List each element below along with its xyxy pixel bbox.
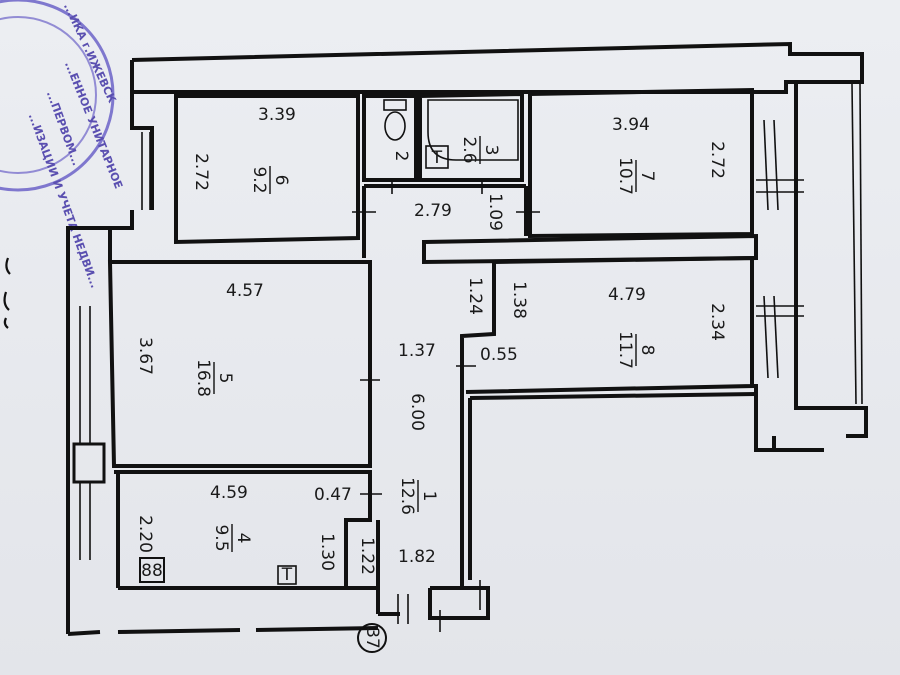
room-2-number: 2 — [391, 151, 411, 162]
entry-b: 1.82 — [398, 547, 436, 567]
door-marks — [352, 179, 804, 632]
room-3-number: 3 — [481, 145, 501, 156]
room-2-toilet-outline — [362, 94, 418, 182]
hall-step: 0.47 — [314, 485, 352, 505]
room-4-area: 9.5 — [211, 524, 231, 551]
balcony — [851, 83, 863, 405]
room-5-label: 5 16.8 — [193, 359, 235, 397]
room-4-kitchen-outline — [114, 470, 372, 588]
stove-label: 88 — [141, 561, 163, 581]
sink-icon: Т — [277, 565, 297, 585]
room-8-area: 11.7 — [615, 331, 635, 369]
corridor-length: 6.00 — [407, 393, 427, 431]
bath-sink-symbol: Т — [431, 148, 443, 168]
organization-stamp: ...ИКА г.ИЖЕВСК ...ЕННОЕ УНИТАРНОЕ ...ПЕ… — [0, 0, 125, 290]
room-3-label: 3 2.6 — [459, 136, 501, 164]
room-7-width: 3.94 — [612, 115, 650, 135]
room-6-width: 3.39 — [258, 105, 296, 125]
room-5-area: 16.8 — [193, 359, 213, 397]
room-6-depth: 2.72 — [191, 153, 211, 191]
room-7-outline — [528, 87, 754, 239]
hall-width: 2.79 — [414, 201, 452, 221]
entry-a: 1.22 — [357, 537, 377, 575]
room-3-bath-outline: Т — [418, 91, 524, 182]
room-4-width: 4.59 — [210, 483, 248, 503]
room-8-depth: 2.34 — [707, 303, 727, 341]
bath-depth: 1.09 — [485, 193, 505, 231]
room-1-label: 1 12.6 — [397, 477, 439, 515]
exterior-walls — [66, 41, 868, 636]
apartment-number: 37 — [362, 627, 382, 649]
hall-walls — [362, 184, 758, 265]
room-7-depth: 2.72 — [707, 141, 727, 179]
room-1-number: 1 — [419, 491, 439, 502]
apartment-marker: 37 — [357, 623, 387, 653]
room-5-depth: 3.67 — [135, 337, 155, 375]
room-1-area: 12.6 — [397, 477, 417, 515]
room-5-number: 5 — [215, 373, 235, 384]
room-4-depth: 2.20 — [135, 515, 155, 553]
pencil-marks — [3, 257, 11, 329]
room-6-area: 9.2 — [249, 166, 269, 193]
stamp-line-1: ...ИКА г.ИЖЕВСК — [61, 1, 119, 105]
room-6-label: 6 9.2 — [249, 166, 291, 194]
room-8-width: 4.79 — [608, 285, 646, 305]
room-3-area: 2.6 — [459, 136, 479, 163]
niche-width: 0.55 — [480, 345, 518, 365]
sink-label: Т — [281, 565, 293, 585]
room-6-outline — [174, 94, 360, 245]
corridor-b: 1.38 — [509, 281, 529, 319]
room-4-label: 4 9.5 — [211, 524, 253, 552]
room-7-area: 10.7 — [615, 157, 635, 195]
room-5-width: 4.57 — [226, 281, 264, 301]
stove-icon: 88 — [139, 557, 165, 583]
corridor-a: 1.24 — [465, 277, 485, 315]
room-7-label: 7 10.7 — [615, 157, 657, 195]
room-5-outline — [107, 260, 372, 468]
room-8-label: 8 11.7 — [615, 331, 657, 369]
room-6-number: 6 — [271, 175, 291, 186]
corridor-width: 1.37 — [398, 341, 436, 361]
room-8-number: 8 — [637, 345, 657, 356]
windows — [72, 119, 779, 560]
room-8-outline — [460, 255, 757, 588]
kitchen-side: 1.30 — [317, 533, 337, 571]
room-4-number: 4 — [233, 533, 253, 544]
room-7-number: 7 — [637, 171, 657, 182]
